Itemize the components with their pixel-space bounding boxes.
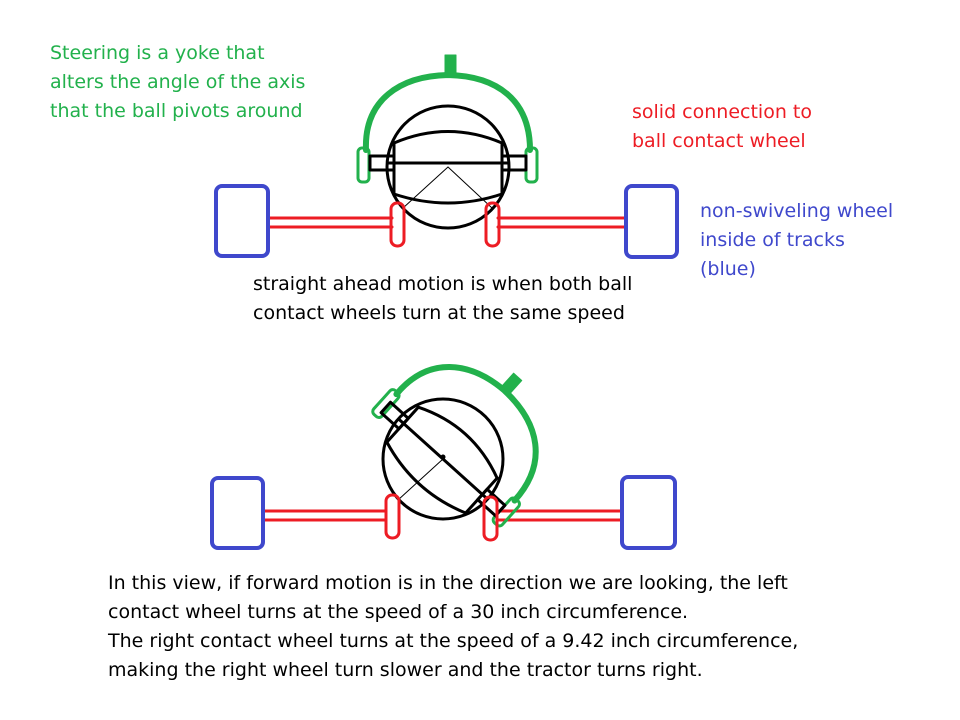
straight-ahead-annotation: straight ahead motion is when both ball … bbox=[253, 270, 632, 328]
straight-ahead-line-2: contact wheels turn at the same speed bbox=[253, 302, 625, 324]
right-track-wheel bbox=[624, 184, 679, 259]
solid-connection-line-1: solid connection to bbox=[632, 101, 812, 123]
steering-line-3: that the ball pivots around bbox=[50, 100, 303, 122]
non-swiveling-line-1: non-swiveling wheel bbox=[700, 200, 894, 222]
right-axle bbox=[496, 216, 627, 229]
turning-line-4: making the right wheel turn slower and t… bbox=[108, 659, 703, 681]
steering-line-2: alters the angle of the axis bbox=[50, 71, 306, 93]
left-track-wheel-turning bbox=[210, 476, 265, 550]
non-swiveling-line-3: (blue) bbox=[700, 258, 756, 280]
turning-line-2: contact wheel turns at the speed of a 30… bbox=[108, 601, 689, 623]
right-axle-turning bbox=[495, 509, 623, 522]
non-swiveling-line-2: inside of tracks bbox=[700, 229, 845, 251]
right-contact-wheel-turning bbox=[482, 495, 499, 542]
solid-connection-annotation: solid connection to ball contact wheel bbox=[632, 98, 812, 156]
solid-connection-line-2: ball contact wheel bbox=[632, 130, 806, 152]
straight-ahead-assembly bbox=[214, 54, 679, 259]
turning-line-1: In this view, if forward motion is in th… bbox=[108, 572, 788, 594]
left-contact-wheel bbox=[389, 201, 406, 248]
left-contact-wheel-turning bbox=[384, 493, 401, 540]
turning-explanation: In this view, if forward motion is in th… bbox=[108, 569, 798, 685]
straight-ahead-line-1: straight ahead motion is when both ball bbox=[253, 273, 633, 295]
left-track-wheel bbox=[214, 184, 270, 258]
contact-lines-turning bbox=[397, 458, 489, 501]
right-contact-wheel bbox=[484, 201, 501, 248]
turning-assembly bbox=[210, 363, 677, 550]
ball bbox=[368, 104, 528, 230]
turning-line-3: The right contact wheel turns at the spe… bbox=[108, 630, 799, 652]
contact-lines bbox=[402, 166, 493, 209]
steering-line-1: Steering is a yoke that bbox=[50, 42, 265, 64]
steering-annotation: Steering is a yoke that alters the angle… bbox=[50, 39, 305, 126]
non-swiveling-annotation: non-swiveling wheel inside of tracks (bl… bbox=[700, 197, 893, 284]
right-track-wheel-turning bbox=[620, 475, 677, 550]
left-axle-turning bbox=[262, 509, 387, 522]
pivot-point bbox=[440, 454, 446, 460]
left-axle bbox=[266, 216, 394, 229]
